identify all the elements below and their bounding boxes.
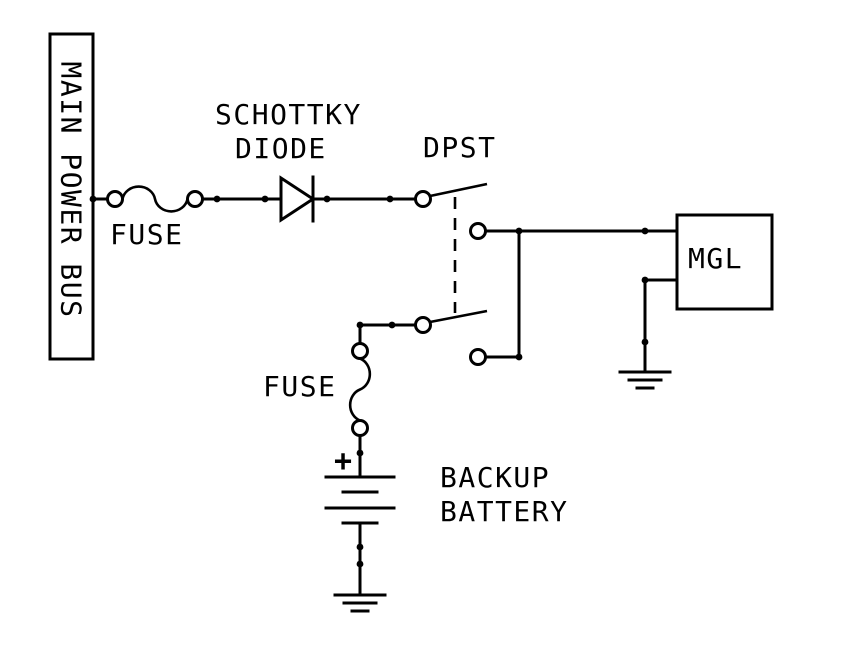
fuse-terminal-icon — [351, 342, 369, 360]
fuse-element-icon — [348, 357, 372, 422]
schottky-diode: SCHOTTKY DIODE — [201, 98, 362, 223]
switch-pole2-input-icon — [414, 316, 432, 334]
bus-label: MAIN POWER BUS — [55, 61, 88, 318]
mgl-unit: MGL — [675, 213, 774, 311]
switch-pole1-arm-icon — [429, 182, 488, 198]
backup-battery: + BACKUP BATTERY — [324, 434, 569, 528]
wire-mgl-to-ground — [643, 278, 679, 374]
battery-ground — [333, 521, 387, 613]
switch-pole2-output-icon — [469, 348, 487, 366]
battery-label-line1: BACKUP — [440, 461, 550, 494]
backup-fuse: FUSE — [263, 323, 417, 437]
switch-pole1-input-icon — [414, 190, 432, 208]
battery-plus-label: + — [334, 444, 352, 479]
mgl-label: MGL — [688, 242, 743, 275]
fuse-terminal-icon — [351, 419, 369, 437]
backup-fuse-label: FUSE — [263, 370, 336, 403]
switch-pole2-arm-icon — [429, 309, 488, 324]
bus-bar-outline — [48, 32, 95, 361]
diode-label-line1: SCHOTTKY — [215, 98, 362, 131]
mgl-box-outline — [675, 213, 774, 311]
diode-label-line2: DIODE — [235, 132, 327, 165]
switch-label: DPST — [423, 131, 496, 164]
battery-label-line2: BATTERY — [440, 495, 569, 528]
fuse-element-icon — [121, 185, 189, 213]
junction-dots — [89, 195, 649, 568]
main-fuse-label: FUSE — [110, 218, 183, 251]
dpst-switch: DPST — [311, 131, 496, 366]
switch-pole1-output-icon — [469, 222, 487, 240]
main-fuse: FUSE — [91, 185, 204, 251]
output-wiring — [484, 229, 679, 359]
fuse-terminal-icon — [106, 190, 124, 208]
diode-anode-icon — [279, 175, 316, 223]
fuse-terminal-icon — [186, 190, 204, 208]
main-power-bus: MAIN POWER BUS — [48, 32, 95, 361]
mgl-ground — [618, 278, 679, 390]
